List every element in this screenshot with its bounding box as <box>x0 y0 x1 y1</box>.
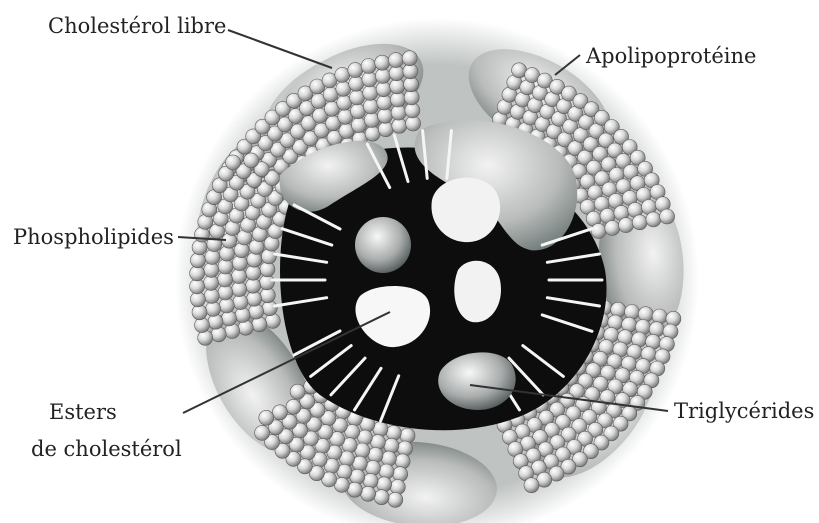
phospholipid-head <box>402 51 417 66</box>
phospholipid-head <box>398 441 413 456</box>
phospholipid-head <box>195 318 210 333</box>
phospholipid-head <box>638 307 653 322</box>
phospholipid-head <box>393 467 408 482</box>
phospholipid-head <box>361 59 376 74</box>
phospholipid-head <box>363 99 378 114</box>
label-phospholipids: Phospholipides <box>13 225 174 249</box>
phospholipid-head <box>379 464 394 479</box>
phospholipid-head <box>262 301 277 316</box>
phospholipid-head <box>376 82 391 97</box>
phospholipid-head <box>666 311 681 326</box>
phospholipid-head <box>390 480 405 495</box>
phospholipid-head <box>247 291 262 306</box>
phospholipid-head <box>349 76 364 91</box>
phospholipid-head <box>377 477 392 492</box>
phospholipid-head <box>255 425 270 440</box>
phospholipid-head <box>192 240 207 255</box>
label-triglycerides: Triglycérides <box>674 399 814 423</box>
phospholipid-head <box>219 298 234 313</box>
phospholipid-head <box>244 153 259 168</box>
phospholipid-head <box>235 308 250 323</box>
phospholipid-head <box>377 95 392 110</box>
phospholipid-head <box>363 473 378 488</box>
phospholipid-head <box>365 126 380 141</box>
phospholipid-head <box>205 250 220 265</box>
phospholipid-head <box>208 314 223 329</box>
phospholipid-head <box>366 461 381 476</box>
phospholipid-head <box>390 92 405 107</box>
phospholipid-head <box>232 256 247 271</box>
phospholipid-head <box>190 279 205 294</box>
phospholipid-head <box>233 295 248 310</box>
label-cholesterol-esters-line1: Esters <box>49 400 117 424</box>
phospholipid-head <box>375 68 390 83</box>
phospholipid-head <box>591 223 606 238</box>
label-apolipoprotein: Apolipoprotéine <box>585 44 756 68</box>
phospholipid-head <box>363 85 378 100</box>
phospholipid-head <box>378 108 393 123</box>
phospholipid-head <box>611 302 626 317</box>
phospholipid-head <box>375 55 390 70</box>
phospholipid-head <box>348 63 363 78</box>
phospholipid-head <box>652 309 667 324</box>
phospholipid-head <box>388 53 403 68</box>
phospholipid-head <box>234 243 249 258</box>
phospholipid-head <box>384 438 399 453</box>
phospholipid-head <box>378 122 393 137</box>
phospholipid-head <box>261 249 276 264</box>
phospholipid-head <box>400 428 415 443</box>
phospholipid-head <box>524 478 539 493</box>
phospholipid-head <box>290 384 305 399</box>
phospholipid-head <box>390 79 405 94</box>
phospholipid-head <box>632 215 647 230</box>
label-free-cholesterol: Cholestérol libre <box>48 14 226 38</box>
phospholipid-head <box>625 305 640 320</box>
phospholipid-head <box>206 301 221 316</box>
phospholipid-head <box>368 448 383 463</box>
phospholipid-head <box>646 212 661 227</box>
phospholipid-head <box>374 490 389 505</box>
phospholipid-head <box>361 486 376 501</box>
phospholipid-head <box>272 405 287 420</box>
phospholipid-head <box>286 399 301 414</box>
phospholipid-head <box>222 311 237 326</box>
phospholipid-head <box>246 265 261 280</box>
phospholipid-head <box>395 454 410 469</box>
phospholipid-head <box>388 492 403 507</box>
phospholipid-head <box>381 451 396 466</box>
phospholipid-head <box>404 90 419 105</box>
phospholipid-head <box>364 113 379 128</box>
phospholipid-head <box>219 246 234 261</box>
phospholipid-head <box>226 155 241 170</box>
phospholipid-head <box>362 72 377 87</box>
phospholipid-head <box>391 105 406 120</box>
phospholipid-head <box>259 410 274 425</box>
phospholipid-head <box>389 66 404 81</box>
label-cholesterol-esters-line2: de cholestérol <box>31 437 182 461</box>
phospholipid-head <box>386 425 401 440</box>
phospholipid-head <box>406 116 421 131</box>
phospholipid-head <box>192 305 207 320</box>
phospholipid-head <box>249 304 264 319</box>
phospholipid-head <box>605 221 620 236</box>
phospholipid-head <box>247 252 262 267</box>
cholesterol-ester-sphere <box>355 217 411 273</box>
phospholipid-head <box>403 64 418 79</box>
phospholipid-head <box>350 90 365 105</box>
phospholipid-head <box>190 253 205 268</box>
phospholipid-head <box>660 209 675 224</box>
phospholipid-head <box>392 118 407 133</box>
phospholipid-head <box>619 218 634 233</box>
